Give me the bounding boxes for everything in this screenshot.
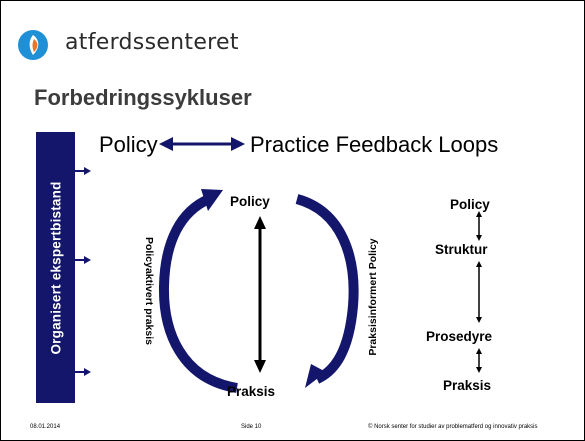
center-double-arrow-icon (254, 216, 266, 373)
double-arrow-icon (159, 137, 245, 151)
side-arrow-top-icon (75, 167, 91, 175)
hierarchy-praksis: Praksis (443, 378, 492, 393)
footer-page-number: Side 10 (241, 424, 262, 430)
brand-name: atferdssenteret (65, 30, 239, 55)
heading-feedback-loops: Practice Feedback Loops (250, 132, 499, 157)
side-bar: Organisert ekspertbistand (36, 132, 75, 403)
side-bar-arrows (75, 167, 91, 376)
cycle-node-praksis: Praksis (227, 384, 276, 399)
side-arrow-middle-icon (75, 256, 91, 264)
right-curved-arrow-icon (295, 194, 359, 388)
hierarchy-arrow-3-icon (476, 348, 482, 373)
label-praksisinformert-policy: Praksisinformert Policy (367, 238, 379, 356)
hierarchy-arrow-2-icon (476, 261, 482, 323)
atferdssenteret-logo-icon (18, 30, 48, 60)
hierarchy-policy: Policy (450, 197, 490, 212)
left-curved-arrow-icon (158, 189, 238, 393)
slide-title: Forbedringssykluser (34, 85, 252, 110)
hierarchy-arrow-1-icon (476, 211, 482, 241)
hierarchy-prosedyre: Prosedyre (426, 329, 493, 344)
heading-policy: Policy (99, 132, 158, 157)
hierarchy-struktur: Struktur (435, 242, 488, 257)
cycle-node-policy: Policy (230, 194, 270, 209)
label-policyaktivert-praksis: Policyaktivert praksis (143, 237, 155, 345)
side-arrow-bottom-icon (75, 368, 91, 376)
footer-copyright: © Norsk senter for studier av problematf… (368, 424, 538, 430)
footer-date: 08.01.2014 (30, 424, 61, 430)
